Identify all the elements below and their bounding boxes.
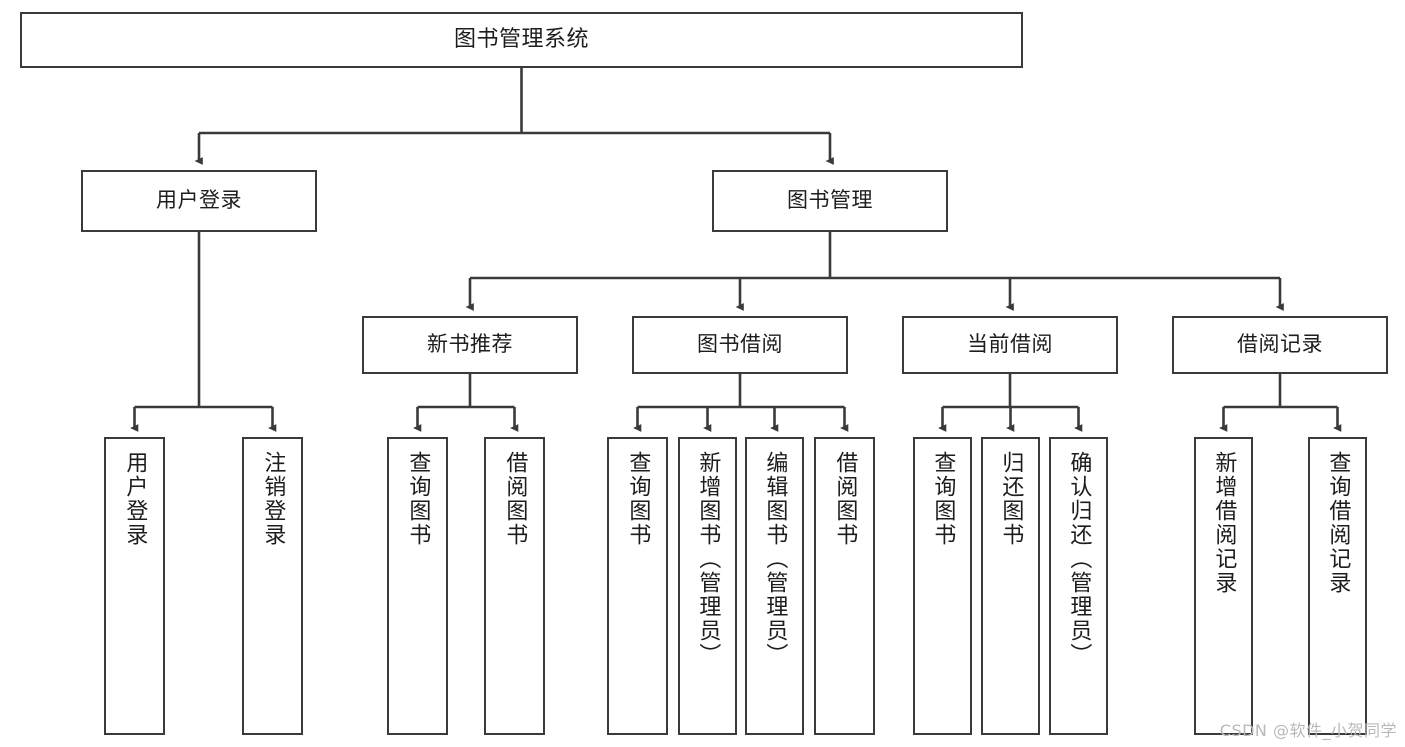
node-book-borrow[interactable]: 图书借阅 <box>632 316 848 374</box>
node-leaf-borrow-book-2[interactable]: 借阅图书 <box>814 437 875 735</box>
node-leaf-edit-book[interactable]: 编辑图书（管理员） <box>745 437 804 735</box>
node-leaf-edit-book-label: 编辑图书（管理员） <box>762 451 788 667</box>
node-leaf-confirm-return-label: 确认归还（管理员） <box>1066 451 1092 667</box>
node-root-label: 图书管理系统 <box>453 26 589 52</box>
node-leaf-query-record[interactable]: 查询借阅记录 <box>1308 437 1367 735</box>
node-leaf-add-record[interactable]: 新增借阅记录 <box>1194 437 1253 735</box>
node-leaf-user-login-label: 用户登录 <box>122 451 148 547</box>
node-leaf-borrow-book-1[interactable]: 借阅图书 <box>484 437 545 735</box>
node-current-borrow-label: 当前借阅 <box>967 332 1053 357</box>
node-book-manage-label: 图书管理 <box>787 188 873 213</box>
node-leaf-borrow-book-1-label: 借阅图书 <box>502 451 528 547</box>
node-leaf-query-book-1-label: 查询图书 <box>405 451 431 547</box>
node-current-borrow[interactable]: 当前借阅 <box>902 316 1118 374</box>
node-new-book-rec[interactable]: 新书推荐 <box>362 316 578 374</box>
node-borrow-record-label: 借阅记录 <box>1237 332 1323 357</box>
node-book-manage[interactable]: 图书管理 <box>712 170 948 232</box>
node-leaf-logout-label: 注销登录 <box>260 451 286 547</box>
node-leaf-query-book-2[interactable]: 查询图书 <box>607 437 668 735</box>
node-user-login-label: 用户登录 <box>156 188 242 213</box>
node-leaf-add-book-label: 新增图书（管理员） <box>695 451 721 667</box>
node-leaf-query-book-3-label: 查询图书 <box>930 451 956 547</box>
node-borrow-record[interactable]: 借阅记录 <box>1172 316 1388 374</box>
node-book-borrow-label: 图书借阅 <box>697 332 783 357</box>
node-leaf-query-record-label: 查询借阅记录 <box>1325 451 1351 595</box>
node-leaf-query-book-1[interactable]: 查询图书 <box>387 437 448 735</box>
node-leaf-confirm-return[interactable]: 确认归还（管理员） <box>1049 437 1108 735</box>
node-leaf-return-book-label: 归还图书 <box>998 451 1024 547</box>
node-new-book-rec-label: 新书推荐 <box>427 332 513 357</box>
node-leaf-query-book-3[interactable]: 查询图书 <box>913 437 972 735</box>
node-leaf-query-book-2-label: 查询图书 <box>625 451 651 547</box>
node-leaf-add-book[interactable]: 新增图书（管理员） <box>678 437 737 735</box>
node-leaf-return-book[interactable]: 归还图书 <box>981 437 1040 735</box>
node-root[interactable]: 图书管理系统 <box>20 12 1023 68</box>
node-user-login[interactable]: 用户登录 <box>81 170 317 232</box>
node-leaf-logout[interactable]: 注销登录 <box>242 437 303 735</box>
node-leaf-borrow-book-2-label: 借阅图书 <box>832 451 858 547</box>
node-leaf-user-login[interactable]: 用户登录 <box>104 437 165 735</box>
node-leaf-add-record-label: 新增借阅记录 <box>1211 451 1237 595</box>
